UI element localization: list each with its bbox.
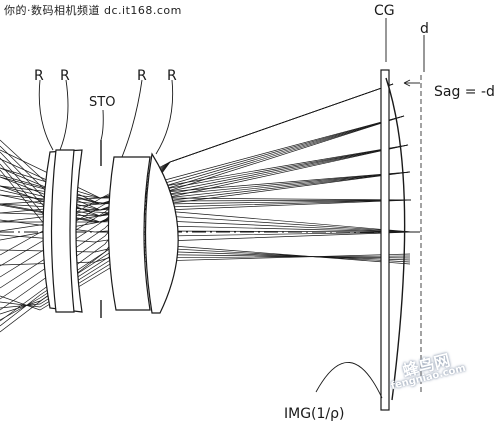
curved-image-surface bbox=[385, 77, 406, 401]
ray bbox=[0, 245, 411, 321]
label-d: d bbox=[420, 21, 429, 37]
ray bbox=[0, 253, 411, 309]
label-sto: STO bbox=[89, 95, 115, 110]
label-cg: CG bbox=[374, 3, 395, 19]
labels: R R STO R R CG d Sag = -d IMG(1/ρ) bbox=[34, 3, 495, 422]
ray bbox=[0, 255, 411, 308]
label-r-1: R bbox=[34, 68, 44, 84]
lens-element-4 bbox=[144, 152, 179, 314]
ray bbox=[0, 163, 51, 223]
label-sag: Sag = -d bbox=[434, 84, 495, 100]
ray bbox=[0, 157, 51, 214]
label-img: IMG(1/ρ) bbox=[284, 406, 345, 422]
ray bbox=[0, 241, 411, 327]
watermark-logo: 蜂鸟网 fengniao.com bbox=[390, 350, 478, 392]
cover-glass bbox=[380, 69, 390, 411]
ray bbox=[0, 151, 51, 205]
ray bbox=[0, 139, 51, 187]
ray bbox=[0, 145, 51, 196]
lens-element-3 bbox=[107, 156, 151, 311]
label-r-4: R bbox=[167, 68, 177, 84]
label-r-3: R bbox=[137, 68, 147, 84]
label-r-2: R bbox=[60, 68, 70, 84]
lens-element-2 bbox=[50, 149, 75, 313]
leader-lines bbox=[38, 18, 425, 399]
ray bbox=[0, 169, 51, 232]
ray bbox=[0, 253, 411, 311]
ray bbox=[0, 249, 411, 315]
site-header: 你的·数码相机频道 dc.it168.com bbox=[4, 4, 182, 17]
